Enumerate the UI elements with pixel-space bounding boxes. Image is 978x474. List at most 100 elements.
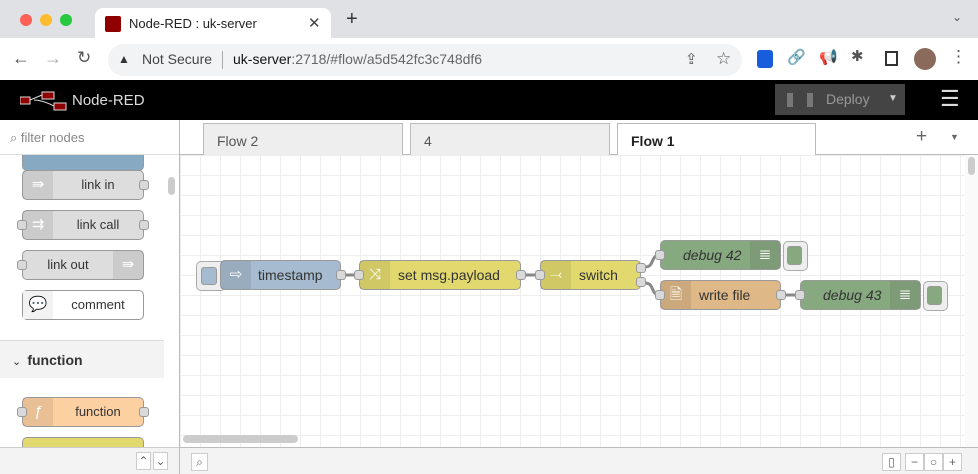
palette-node-partial[interactable] [22,155,144,171]
debug-43-toggle[interactable] [923,281,948,311]
node-red-favicon-icon [105,16,121,32]
vertical-scroll-track [965,155,978,447]
palette-node-link-call[interactable]: ⇉ link call [17,210,149,240]
palette-footer: ⌃ ⌄ [0,447,179,474]
megaphone-icon[interactable]: 📢 [819,49,838,66]
app-name: Node-RED [72,92,145,109]
palette-node-link-out[interactable]: ⇛ link out [17,250,144,280]
node-label: set msg.payload [398,267,500,283]
tab-4[interactable]: 4 [410,123,610,155]
link-out-icon: ⇛ [113,251,143,279]
category-function-header[interactable]: ⌄ function [0,340,164,378]
flow-list-icon[interactable]: ▼ [950,132,959,142]
extensions-puzzle-icon[interactable]: ✱ [851,48,864,65]
palette-node-function[interactable]: ƒ function [17,397,149,427]
filter-placeholder: filter nodes [20,130,85,145]
add-flow-icon[interactable]: + [916,126,928,147]
deploy-label: Deploy [826,91,870,107]
node-label: function [75,404,121,419]
node-set-msg-payload[interactable]: ⤨ set msg.payload [354,260,526,290]
palette-node-switch[interactable]: switch [22,437,144,447]
minimize-window-button[interactable] [40,14,52,26]
palette-node-comment[interactable]: 💬 comment [22,290,144,320]
menu-kebab-icon[interactable]: ⋮ [950,47,967,66]
workspace-footer: ⌕ ▯ − ○ + [180,447,978,474]
node-debug-43[interactable]: debug 43 ≣ [795,280,921,310]
share-icon[interactable]: ⇪ [685,51,698,68]
bookmark-star-icon[interactable]: ☆ [716,49,732,68]
node-switch[interactable]: ⤙ switch [535,260,646,290]
tab-flow-2[interactable]: Flow 2 [203,123,403,155]
horizontal-scrollbar[interactable] [183,435,298,443]
workspace-tabs: Flow 2 4 Flow 1 + ▼ [180,120,978,156]
debug-list-icon: ≣ [750,241,780,269]
tab-label: Flow 1 [631,133,675,149]
node-palette: ⌕ filter nodes ⇛ link in ⇉ link call ⇛ link… [0,120,180,474]
zoom-out-icon[interactable]: − [905,453,924,471]
category-label: function [27,352,83,368]
node-label: link call [76,217,120,232]
vertical-scrollbar[interactable] [968,157,975,175]
tab-label: 4 [424,133,432,149]
back-icon[interactable]: ← [12,48,30,68]
search-flows-icon[interactable]: ⌕ [191,453,208,471]
bitwarden-icon[interactable] [757,50,773,68]
node-label: switch [579,267,618,283]
main-menu-icon[interactable]: ☰ [940,86,960,111]
inject-arrow-icon: ⇨ [221,261,251,289]
maximize-window-button[interactable] [60,14,72,26]
palette-scrollbar[interactable] [168,177,175,195]
deploy-button[interactable]: Deploy ▼ [775,84,905,115]
side-panel-icon[interactable] [885,51,898,66]
tab-label: Flow 2 [217,133,259,149]
filter-nodes-input[interactable]: ⌕ filter nodes [0,120,179,155]
tab-title: Node-RED : uk-server [129,16,257,31]
debug-list-icon: ≣ [890,281,920,309]
browser-tab[interactable]: Node-RED : uk-server ✕ [95,8,331,38]
flow-canvas[interactable]: ⇨ timestamp ⤨ set msg.payload ⤙ switch debu… [180,155,965,447]
zoom-reset-icon[interactable]: ○ [924,453,943,471]
link-call-icon: ⇉ [23,211,53,239]
debug-42-toggle[interactable] [783,241,808,271]
node-label: debug 42 [683,247,742,263]
node-write-file[interactable]: 🗎 write file [655,280,786,310]
deploy-dropdown-icon[interactable]: ▼ [888,93,898,104]
chevron-down-icon: ⌄ [12,356,28,368]
collapse-all-icon[interactable]: ⌃ [136,452,151,470]
search-icon: ⌕ [10,130,21,145]
tab-flow-1[interactable]: Flow 1 [617,123,816,156]
link-in-icon: ⇛ [23,171,53,199]
link-extension-icon[interactable]: 🔗 [787,49,806,66]
palette-node-link-in[interactable]: ⇛ link in [22,170,149,200]
node-label: debug 43 [823,287,882,303]
url[interactable]: uk-server:2718/#flow/a5d542fc3c748df6 [233,51,483,67]
close-tab-icon[interactable]: ✕ [308,15,321,32]
node-label: write file [699,287,751,303]
node-label: link in [81,177,115,192]
address-row: ← → ↻ ▲ Not Secure uk-server:2718/#flow/… [0,38,978,80]
close-window-button[interactable] [20,14,32,26]
security-label[interactable]: Not Secure [142,51,213,67]
omnibox[interactable]: ▲ Not Secure uk-server:2718/#flow/a5d542… [108,44,742,76]
comment-icon: 💬 [23,291,53,319]
node-debug-42[interactable]: debug 42 ≣ [655,240,781,270]
expand-all-icon[interactable]: ⌄ [153,452,168,470]
node-label: timestamp [258,267,323,283]
reload-icon[interactable]: ↻ [77,48,92,67]
node-timestamp[interactable]: ⇨ timestamp [220,260,346,290]
node-label: link out [47,257,89,272]
switch-icon: ⤙ [541,261,571,289]
tab-list-chevron-icon[interactable]: ⌄ [952,10,963,24]
zoom-in-icon[interactable]: + [943,453,962,471]
divider [222,51,223,69]
deploy-icon [787,93,813,107]
forward-icon[interactable]: → [44,48,62,68]
navigator-map-icon[interactable]: ▯ [882,453,901,471]
node-red-logo-icon [20,91,67,111]
function-icon: ƒ [23,398,53,426]
file-icon: 🗎 [661,281,691,309]
new-tab-icon[interactable]: + [346,8,358,30]
shuffle-icon: ⤨ [360,261,390,289]
profile-avatar[interactable] [914,48,936,70]
node-label: comment [71,297,125,312]
